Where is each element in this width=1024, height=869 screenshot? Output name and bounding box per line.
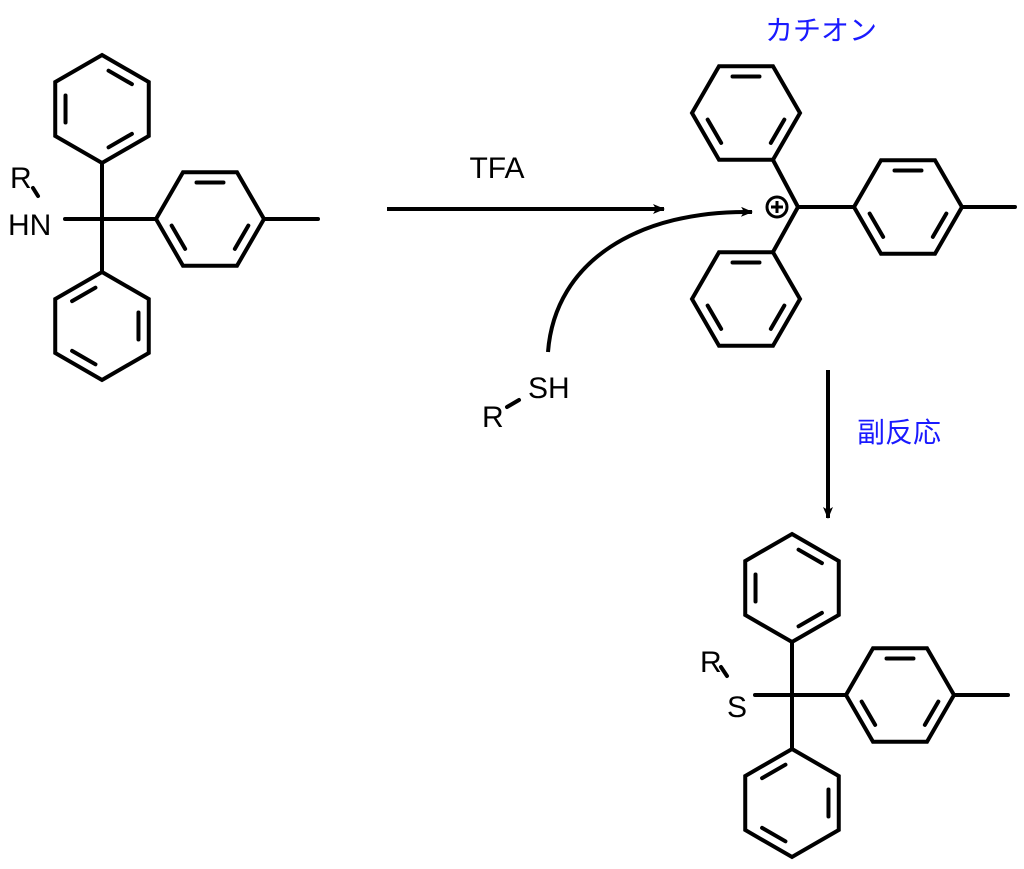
nucleophilic-attack-arrow — [546, 206, 753, 353]
double-bond — [922, 699, 941, 727]
double-bond — [760, 762, 788, 781]
prod-tolyl-ring — [843, 646, 957, 744]
thiol-sh-label: SH — [528, 372, 570, 405]
prod-top-phenyl — [743, 531, 841, 645]
double-bond — [796, 547, 824, 566]
double-bond — [768, 303, 787, 331]
sm-bottom-phenyl — [53, 269, 151, 383]
sm-top-phenyl — [53, 52, 151, 166]
sm-r-n-bond — [31, 186, 40, 198]
side-reaction-label: 副反応 — [857, 416, 941, 449]
double-bond — [232, 223, 251, 251]
benzene-ring — [851, 158, 965, 256]
double-bond — [705, 117, 724, 145]
cation-bottom-phenyl — [689, 250, 803, 348]
reagent-label: TFA — [469, 152, 524, 185]
cation-bond — [771, 205, 800, 254]
double-bond — [106, 131, 134, 150]
prod-bottom-phenyl — [743, 746, 841, 860]
benzene-ring — [843, 646, 957, 744]
thiol-r-label: R — [482, 401, 504, 434]
benzene-ring — [743, 746, 841, 860]
cation-bond — [771, 158, 800, 209]
sm-tolyl-ring — [153, 170, 267, 268]
prod-r-s-bond — [719, 665, 729, 678]
sm-r-label: R — [10, 162, 32, 195]
benzene-ring — [689, 64, 803, 162]
double-bond — [768, 117, 787, 145]
double-bond — [70, 348, 98, 367]
double-bond — [796, 610, 824, 629]
double-bond — [760, 825, 788, 844]
double-bond — [106, 68, 134, 87]
cation-label: カチオン — [765, 14, 877, 47]
double-bond — [930, 211, 949, 239]
sm-hn-label: HN — [8, 209, 51, 242]
benzene-ring — [153, 170, 267, 268]
double-bond — [859, 699, 878, 727]
benzene-ring — [689, 250, 803, 348]
benzene-ring — [53, 269, 151, 383]
double-bond — [70, 285, 98, 304]
prod-r-label: R — [700, 646, 722, 679]
cation-top-phenyl — [689, 64, 803, 162]
cation-tolyl-ring — [851, 158, 965, 256]
double-bond — [867, 211, 886, 239]
thiol-r-s-bond — [505, 398, 521, 409]
prod-s-label: S — [727, 691, 747, 724]
benzene-ring — [53, 52, 151, 166]
benzene-ring — [743, 531, 841, 645]
double-bond — [705, 303, 724, 331]
double-bond — [169, 223, 188, 251]
